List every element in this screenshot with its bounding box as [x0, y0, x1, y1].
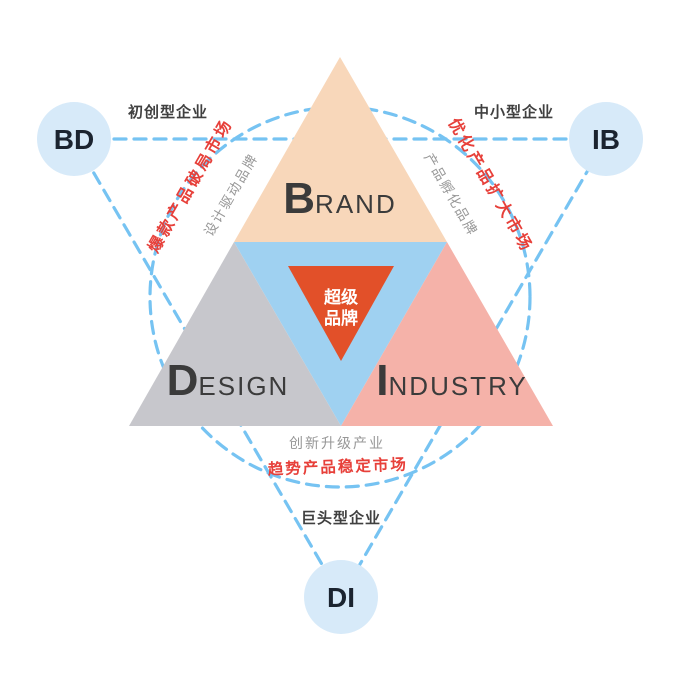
left-outer-red-label: 爆款产品破局市场 — [144, 115, 236, 256]
design-label: DESIGN — [167, 356, 290, 405]
industry-triangle — [341, 242, 553, 426]
section-labels: BRAND DESIGN INDUSTRY 超级 品牌 — [167, 174, 527, 405]
right-outer-red-label: 优化产品扩大市场 — [445, 115, 537, 256]
brand-label-initial: B — [283, 174, 315, 223]
enterprise-type-labels: 初创型企业 中小型企业 巨头型企业 — [128, 103, 554, 527]
industry-label-initial: I — [376, 356, 388, 405]
industry-label-rest: NDUSTRY — [389, 371, 528, 401]
brand-label: BRAND — [283, 174, 396, 223]
super-brand-label-line1: 超级 — [324, 287, 358, 307]
bd-node-circle — [37, 102, 111, 176]
design-label-initial: D — [167, 356, 199, 405]
bd-node-label: BD — [54, 124, 94, 155]
brand-label-rest: RAND — [315, 189, 397, 219]
corner-nodes: BD IB DI — [37, 102, 643, 634]
ib-enterprise-label: 中小型企业 — [474, 103, 554, 121]
ib-node-circle — [569, 102, 643, 176]
di-node-label: DI — [327, 582, 355, 613]
di-node-circle — [304, 560, 378, 634]
design-label-rest: ESIGN — [198, 371, 289, 401]
super-brand-triangle — [288, 266, 394, 361]
design-triangle — [129, 242, 341, 426]
main-triangle — [129, 57, 553, 426]
bottom-inner-gray-label: 创新升级产业 — [289, 435, 385, 451]
dashed-circle-connector — [148, 105, 532, 489]
industry-label: INDUSTRY — [376, 356, 527, 405]
bd-enterprise-label: 初创型企业 — [128, 103, 208, 121]
bottom-outer-red-label: 趋势产品稳定市场 — [268, 455, 409, 479]
ib-node-label: IB — [592, 124, 620, 155]
super-brand-label-line2: 品牌 — [324, 308, 358, 328]
brand-triangle — [234, 57, 447, 242]
di-enterprise-label: 巨头型企业 — [301, 509, 381, 527]
